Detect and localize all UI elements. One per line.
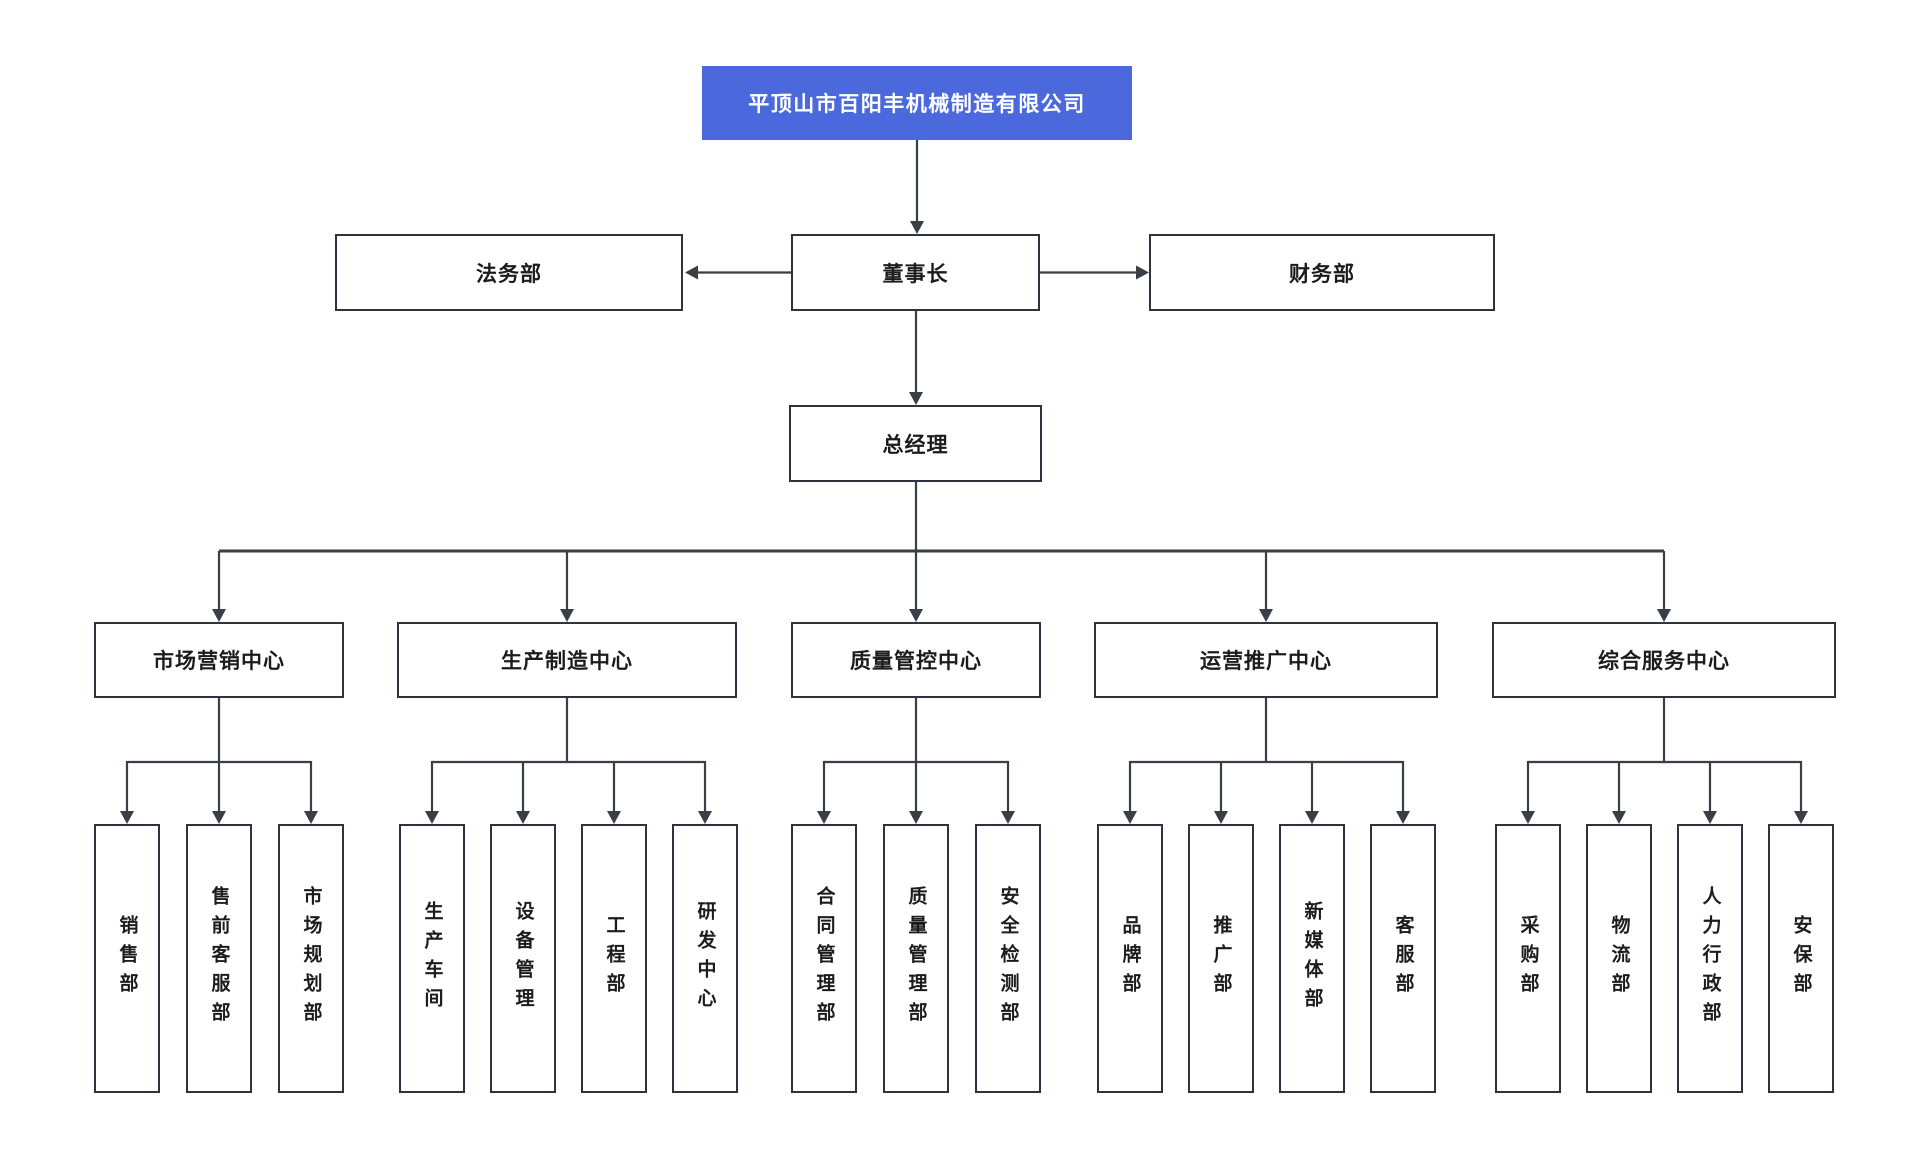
dept-node-presales-service[interactable]: 售前客服部 [186, 824, 252, 1093]
dept-node-contract-management[interactable]: 合同管理部 [791, 824, 857, 1093]
center-node-quality[interactable]: 质量管控中心 [791, 622, 1041, 698]
dept-node-engineering[interactable]: 工程部 [581, 824, 647, 1093]
center-node-marketing[interactable]: 市场营销中心 [94, 622, 344, 698]
center-label: 市场营销中心 [153, 650, 285, 673]
dept-node-quality-management[interactable]: 质量管理部 [883, 824, 949, 1093]
dept-label: 推广部 [1210, 915, 1232, 1002]
dept-node-sales[interactable]: 销售部 [94, 824, 160, 1093]
company-root-node[interactable]: 平顶山市百阳丰机械制造有限公司 [702, 66, 1132, 140]
dept-label: 合同管理部 [813, 886, 835, 1031]
dept-node-new-media[interactable]: 新媒体部 [1279, 824, 1345, 1093]
dept-label: 采购部 [1517, 915, 1539, 1002]
dept-node-market-planning[interactable]: 市场规划部 [278, 824, 344, 1093]
dept-label: 客服部 [1392, 915, 1414, 1002]
legal-dept-label: 法务部 [476, 262, 542, 286]
center-label: 综合服务中心 [1598, 650, 1730, 673]
dept-node-promotion[interactable]: 推广部 [1188, 824, 1254, 1093]
center-label: 运营推广中心 [1200, 650, 1332, 673]
dept-label: 质量管理部 [905, 886, 927, 1031]
chairman-label: 董事长 [882, 262, 949, 286]
dept-node-security[interactable]: 安保部 [1768, 824, 1834, 1093]
finance-dept-node[interactable]: 财务部 [1149, 234, 1495, 311]
center-node-operations[interactable]: 运营推广中心 [1094, 622, 1438, 698]
chairman-node[interactable]: 董事长 [791, 234, 1040, 311]
dept-label: 安保部 [1790, 915, 1812, 1002]
dept-label: 市场规划部 [300, 886, 322, 1031]
dept-node-safety-inspection[interactable]: 安全检测部 [975, 824, 1041, 1093]
center-node-services[interactable]: 综合服务中心 [1492, 622, 1836, 698]
legal-dept-node[interactable]: 法务部 [335, 234, 683, 311]
dept-node-hr-admin[interactable]: 人力行政部 [1677, 824, 1743, 1093]
dept-label: 安全检测部 [997, 886, 1019, 1031]
center-label: 生产制造中心 [501, 650, 633, 673]
general-manager-node[interactable]: 总经理 [789, 405, 1042, 482]
dept-label: 品牌部 [1119, 915, 1141, 1002]
dept-label: 销售部 [116, 915, 138, 1002]
dept-label: 研发中心 [694, 900, 716, 1017]
dept-node-brand[interactable]: 品牌部 [1097, 824, 1163, 1093]
center-label: 质量管控中心 [850, 650, 982, 673]
dept-node-customer-service[interactable]: 客服部 [1370, 824, 1436, 1093]
dept-label: 人力行政部 [1699, 886, 1721, 1031]
dept-label: 设备管理 [512, 900, 534, 1017]
dept-label: 物流部 [1608, 915, 1630, 1002]
dept-label: 工程部 [603, 915, 625, 1002]
general-manager-label: 总经理 [882, 433, 949, 457]
dept-label: 生产车间 [421, 900, 443, 1017]
dept-label: 售前客服部 [208, 886, 230, 1031]
finance-dept-label: 财务部 [1289, 262, 1355, 286]
center-node-production[interactable]: 生产制造中心 [397, 622, 737, 698]
company-title: 平顶山市百阳丰机械制造有限公司 [748, 93, 1086, 116]
dept-node-procurement[interactable]: 采购部 [1495, 824, 1561, 1093]
dept-label: 新媒体部 [1301, 900, 1323, 1017]
dept-node-production-workshop[interactable]: 生产车间 [399, 824, 465, 1093]
dept-node-logistics[interactable]: 物流部 [1586, 824, 1652, 1093]
dept-node-equipment-management[interactable]: 设备管理 [490, 824, 556, 1093]
dept-node-rd-center[interactable]: 研发中心 [672, 824, 738, 1093]
